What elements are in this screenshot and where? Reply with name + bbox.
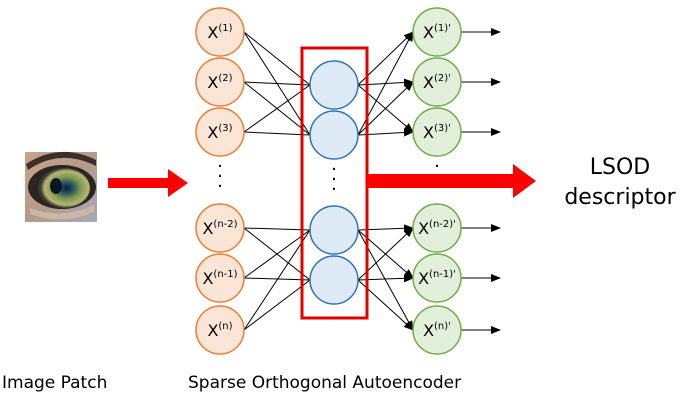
output-node: X(1)': [412, 7, 462, 57]
input-node-circle: [195, 305, 245, 355]
input-node-base: X: [207, 321, 218, 340]
output-node-base: X: [418, 269, 429, 288]
input-arrow: [108, 169, 188, 197]
connection-in: [243, 277, 311, 281]
output-arrow: [367, 164, 536, 198]
hidden-node: [309, 205, 359, 255]
hidden-ellipsis-2: ·: [331, 169, 337, 190]
input-node-label: X(1): [207, 23, 232, 42]
output-node: X(n-1)': [412, 253, 462, 303]
input-node-circle: [195, 203, 245, 253]
output-node-base: X: [423, 123, 434, 142]
input-node-sup: (3): [218, 123, 232, 134]
output-node-label: X(1)': [423, 23, 451, 42]
output-node-base: X: [423, 23, 434, 42]
output-arrows: [461, 28, 501, 334]
input-node-base: X: [207, 73, 218, 92]
output-node-sup: (n)': [434, 321, 451, 332]
input-ellipsis: · · ·: [217, 156, 223, 197]
input-node: X(n-1): [195, 253, 245, 303]
image-patch-caption: Image Patch: [2, 373, 107, 393]
input-node-sup: (n-2): [213, 219, 237, 230]
output-node: X(2)': [412, 57, 462, 107]
input-node-label: X(n-1): [202, 269, 237, 288]
input-node-label: X(3): [207, 123, 232, 142]
output-node-circle: [412, 253, 462, 303]
hidden-ellipsis-1: ·: [331, 159, 337, 180]
input-node: X(1): [195, 7, 245, 57]
input-node-sup: (n): [218, 321, 232, 332]
output-node-sup: (3)': [434, 123, 451, 134]
input-dot: ·: [217, 176, 223, 197]
output-node-circle: [412, 305, 462, 355]
descriptor-label-line2: descriptor: [564, 185, 676, 210]
input-node-sup: (1): [218, 23, 232, 34]
output-dot: ·: [434, 156, 440, 177]
connection-in: [243, 229, 311, 331]
input-node-circle: [195, 253, 245, 303]
hidden-ellipsis-3: ·: [331, 179, 337, 200]
connection-in: [243, 229, 311, 279]
input-dot: ·: [217, 166, 223, 187]
output-node-label: X(n)': [423, 321, 451, 340]
input-layer: X(1)X(2)X(3)X(n-2)X(n-1)X(n): [195, 7, 245, 355]
output-node-label: X(2)': [423, 73, 451, 92]
input-dot: ·: [217, 156, 223, 177]
hidden-layer: · · ·: [309, 60, 359, 305]
descriptor-label-line1: LSOD: [590, 155, 650, 180]
output-node-sup: (n-2)': [429, 219, 456, 230]
output-node-circle: [412, 107, 462, 157]
input-node-sup: (2): [218, 73, 232, 84]
input-node: X(n): [195, 305, 245, 355]
connection-in: [243, 227, 311, 231]
connection-in: [243, 84, 311, 133]
output-node-circle: [412, 7, 462, 57]
output-node: X(n)': [412, 305, 462, 355]
input-node-base: X: [207, 23, 218, 42]
output-node-sup: (1)': [434, 23, 451, 34]
output-node-circle: [412, 203, 462, 253]
connection-in: [243, 31, 311, 86]
input-node-label: X(n-2): [202, 219, 237, 238]
output-node-sup: (2)': [434, 73, 451, 84]
connection-in: [243, 279, 311, 331]
connection-in: [243, 81, 311, 86]
output-node-label: X(n-1)': [418, 269, 456, 288]
connection-in: [243, 131, 311, 136]
input-node-base: X: [202, 219, 213, 238]
input-node-label: X(2): [207, 73, 232, 92]
output-node-circle: [412, 57, 462, 107]
image-patch-icon: [25, 151, 97, 222]
input-node-label: X(n): [207, 321, 232, 340]
autoencoder-caption: Sparse Orthogonal Autoencoder: [188, 373, 461, 393]
input-node-base: X: [202, 269, 213, 288]
output-layer: X(1)'X(2)'X(3)'X(n-2)'X(n-1)'X(n)': [412, 7, 462, 355]
input-node-circle: [195, 107, 245, 157]
output-node: X(n-2)': [412, 203, 462, 253]
input-node-circle: [195, 7, 245, 57]
input-node-sup: (n-1): [213, 269, 237, 280]
hidden-node: [309, 255, 359, 305]
output-node-base: X: [418, 219, 429, 238]
output-node-label: X(3)': [423, 123, 451, 142]
input-node-circle: [195, 57, 245, 107]
hidden-node: [309, 110, 359, 160]
output-node-base: X: [423, 321, 434, 340]
input-node: X(3): [195, 107, 245, 157]
hidden-node: [309, 60, 359, 110]
output-node-label: X(n-2)': [418, 219, 456, 238]
input-node: X(n-2): [195, 203, 245, 253]
output-node: X(3)': [412, 107, 462, 157]
output-node-sup: (n-1)': [429, 269, 456, 280]
output-node-base: X: [423, 73, 434, 92]
input-node-base: X: [207, 123, 218, 142]
input-node: X(2): [195, 57, 245, 107]
